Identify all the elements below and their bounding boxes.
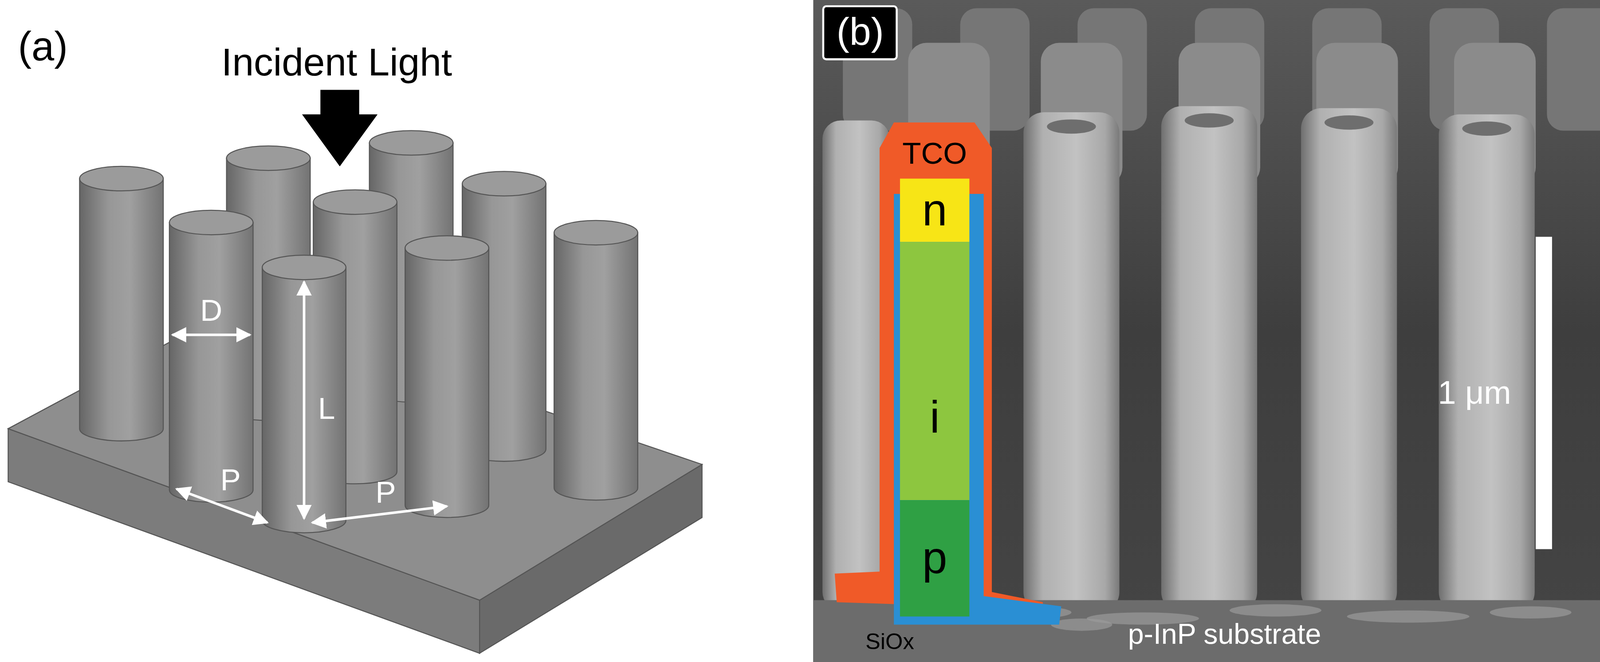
- front-nanowire: [1023, 112, 1120, 613]
- nanowire-tip: [1184, 113, 1234, 128]
- front-nanowire: [1161, 106, 1258, 613]
- siox-shape: [893, 193, 1062, 625]
- substrate-label: p-InP substrate: [1128, 618, 1322, 651]
- front-nanowire: [1301, 108, 1397, 613]
- n-region: n: [900, 178, 970, 243]
- substrate-texture: [1050, 618, 1113, 631]
- dimension-label: P: [220, 462, 241, 497]
- region-label: i: [929, 392, 940, 442]
- region-label: p: [922, 533, 948, 583]
- cylinder-top: [554, 220, 638, 245]
- cylinder-body: [404, 247, 489, 518]
- front-nanowire: [1438, 114, 1535, 613]
- substrate-texture: [1489, 605, 1572, 619]
- p-region: p: [900, 499, 970, 617]
- light-label: Incident Light: [221, 42, 453, 85]
- substrate-texture: [1229, 604, 1322, 617]
- panel-label: (b): [822, 5, 899, 61]
- region-label: TCO: [902, 136, 968, 170]
- scale-bar: [1535, 236, 1553, 550]
- i-region: i: [900, 241, 970, 500]
- nanowire-cylinder: [79, 166, 164, 441]
- cylinder-top: [313, 189, 398, 215]
- region-label: n: [922, 185, 948, 235]
- nanowire-array-drawing: [7, 89, 702, 653]
- tco-layer: TCO n i p: [834, 122, 1064, 627]
- nanowire-tip: [1046, 119, 1096, 134]
- nanowire-tip: [1462, 121, 1511, 136]
- panel-label: (a): [17, 23, 68, 69]
- far-nanowire: [1546, 7, 1600, 131]
- tco-shape: [834, 122, 1043, 617]
- scale-label: 1 μm: [1437, 374, 1511, 411]
- cylinder-top: [226, 145, 311, 171]
- cylinder-top: [169, 210, 254, 235]
- dimension-label: P: [375, 475, 397, 509]
- dimension-label: L: [318, 391, 335, 425]
- dimension-arrow: [302, 281, 306, 519]
- cylinder-top: [369, 130, 454, 155]
- cylinder-body: [169, 222, 254, 502]
- cylinder-top: [462, 171, 547, 196]
- nanowire-cylinder: [404, 235, 489, 518]
- cylinder-body: [79, 178, 164, 441]
- cylinder-top: [79, 166, 164, 191]
- cylinder-top: [404, 235, 489, 260]
- sem-background: [813, 0, 1600, 662]
- sem-image: [813, 0, 1600, 662]
- cylinder-top: [262, 255, 346, 280]
- cylinder-body: [554, 232, 638, 500]
- incident-light-arrow: [302, 89, 378, 167]
- substrate-texture: [1347, 610, 1470, 623]
- dimension-arrow: [172, 333, 251, 337]
- dimension-label: D: [200, 293, 223, 327]
- nanowire-cylinder: [262, 255, 346, 533]
- nanowire-cylinder: [169, 210, 254, 503]
- layer-label: SiOx: [865, 629, 915, 655]
- nanowire-tip: [1324, 115, 1374, 130]
- nanowire-cylinder: [554, 220, 638, 500]
- cylinder-body: [262, 267, 346, 533]
